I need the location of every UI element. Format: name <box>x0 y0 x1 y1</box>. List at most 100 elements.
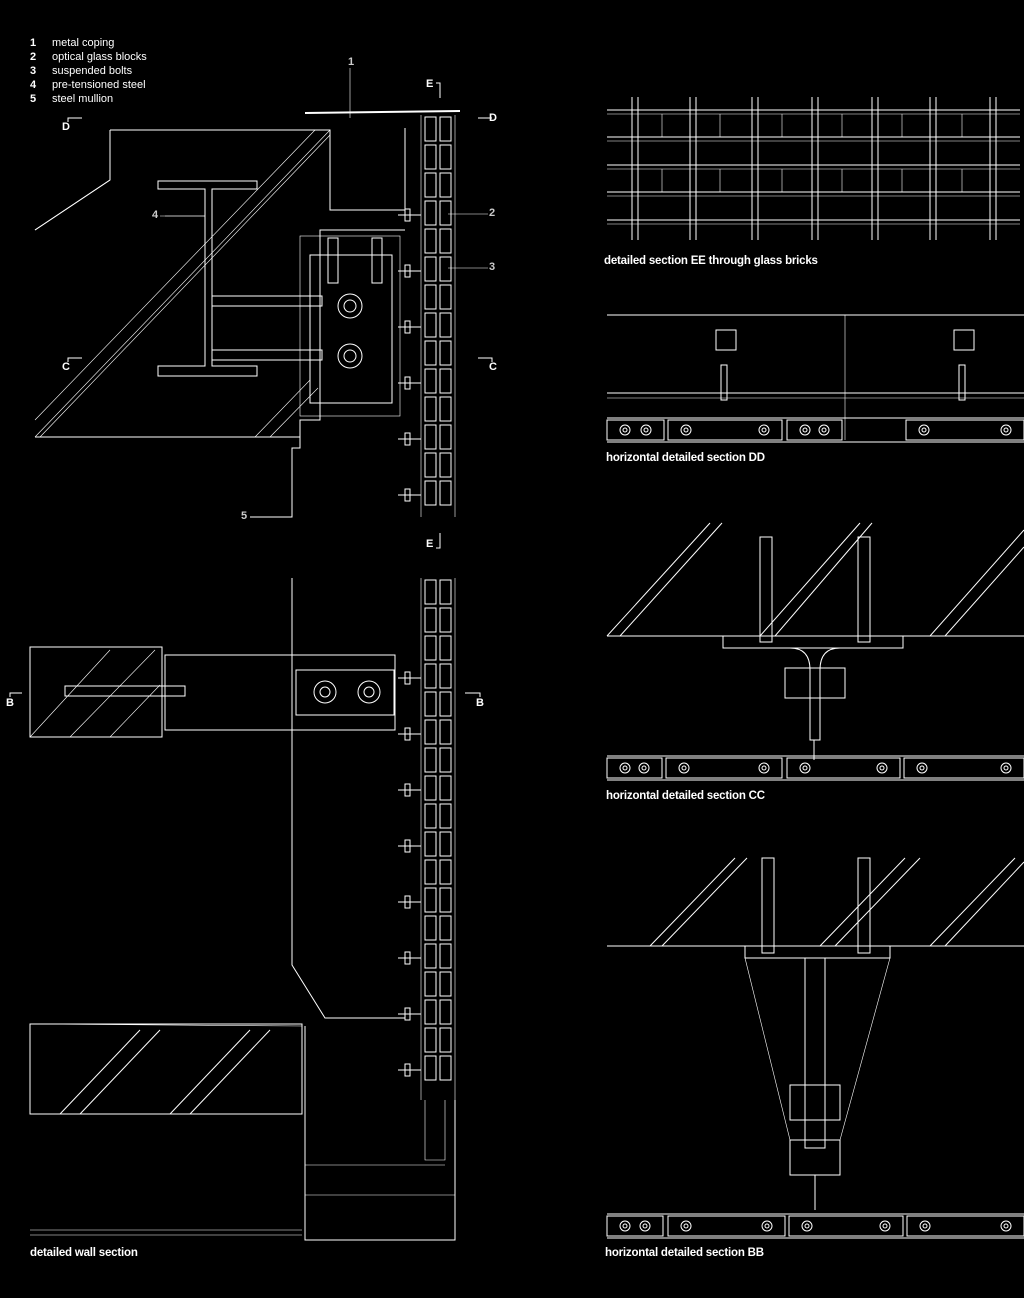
section-dd <box>606 314 1024 443</box>
glass-block <box>606 1215 664 1237</box>
glass-block <box>439 200 452 226</box>
bolt-circle <box>683 427 689 433</box>
bolt-circle <box>643 427 649 433</box>
callout-5: 5 <box>241 510 248 522</box>
glass-block <box>424 144 437 170</box>
wall-section-upper <box>34 68 488 518</box>
glass-block <box>424 312 437 338</box>
bolt-head <box>404 951 411 965</box>
legend-number: 4 <box>30 79 37 91</box>
glass-block <box>439 480 452 506</box>
glass-block <box>903 757 1024 779</box>
bolt-circle <box>683 1223 689 1229</box>
glass-block <box>786 757 901 779</box>
glass-block <box>439 144 452 170</box>
glass-block <box>439 1055 452 1081</box>
bolt-circle <box>761 427 767 433</box>
legend-item: 1 metal coping <box>30 36 147 50</box>
section-mark-b-left: B <box>6 697 14 709</box>
bolt-circle <box>1003 765 1009 771</box>
caption-section-ee: detailed section EE through glass bricks <box>604 255 818 267</box>
bolt-circle <box>764 1223 770 1229</box>
glass-block <box>439 691 452 717</box>
glass-block <box>424 943 437 969</box>
glass-block <box>606 757 663 779</box>
bolt-circle <box>642 1223 648 1229</box>
glass-block <box>424 803 437 829</box>
glass-block <box>439 1027 452 1053</box>
bolt-circle <box>1003 427 1009 433</box>
glass-block <box>424 831 437 857</box>
glass-block <box>424 396 437 422</box>
bolt-circle <box>641 765 647 771</box>
caption-section-bb: horizontal detailed section BB <box>605 1247 764 1259</box>
glass-block <box>424 747 437 773</box>
callout-1: 1 <box>348 56 355 68</box>
bolt-circle <box>1000 1220 1012 1232</box>
callout-4: 4 <box>152 209 159 221</box>
glass-block <box>424 1055 437 1081</box>
bolt-circle <box>804 1223 810 1229</box>
bolt-circle <box>640 424 652 436</box>
legend-number: 2 <box>30 51 37 63</box>
bolt-circle <box>1003 1223 1009 1229</box>
bolt-circle <box>922 1223 928 1229</box>
glass-block <box>439 663 452 689</box>
section-mark-d-right: D <box>489 112 497 124</box>
glass-block <box>424 719 437 745</box>
bolt-head <box>404 895 411 909</box>
bolt-circle <box>638 762 650 774</box>
legend-number: 1 <box>30 37 37 49</box>
bolt-head <box>404 1063 411 1077</box>
bolt-circle <box>758 762 770 774</box>
bolt-circle <box>919 765 925 771</box>
legend-item: 2 optical glass blocks <box>30 50 147 64</box>
legend-label: optical glass blocks <box>52 51 147 63</box>
bolt-circle <box>876 762 888 774</box>
glass-block <box>439 340 452 366</box>
bolt-circle <box>821 427 827 433</box>
glass-block <box>606 419 665 441</box>
section-ee-grid <box>607 97 1020 240</box>
legend-label: suspended bolts <box>52 65 133 77</box>
bolt-head <box>404 727 411 741</box>
bolt-circle <box>919 1220 931 1232</box>
glass-block <box>439 368 452 394</box>
glass-block <box>439 228 452 254</box>
legend-label: metal coping <box>52 37 115 49</box>
bolt-circle <box>680 1220 692 1232</box>
section-mark-c-right: C <box>489 361 497 373</box>
glass-block <box>439 284 452 310</box>
glass-block <box>424 200 437 226</box>
glass-block <box>424 971 437 997</box>
glass-block <box>424 116 437 142</box>
bolt-head <box>404 376 411 390</box>
bolt-circle <box>799 762 811 774</box>
glass-block <box>424 480 437 506</box>
bolt-head <box>404 1007 411 1021</box>
glass-block <box>439 452 452 478</box>
wall-section-lower <box>29 578 456 1241</box>
glass-block <box>788 1215 904 1237</box>
bolt-circle <box>1000 762 1012 774</box>
bolt-circle <box>882 1223 888 1229</box>
bolt-circle <box>619 1220 631 1232</box>
bolt-head <box>404 488 411 502</box>
glass-block <box>424 172 437 198</box>
bolt-circle <box>921 427 927 433</box>
bolt-circle <box>802 427 808 433</box>
bolt-circle <box>1000 424 1012 436</box>
glass-block <box>905 419 1024 441</box>
glass-block <box>667 419 783 441</box>
bolt-head <box>404 432 411 446</box>
glass-block <box>439 172 452 198</box>
glass-block <box>424 256 437 282</box>
glass-block <box>424 915 437 941</box>
bolt-circle <box>818 424 830 436</box>
glass-block <box>439 775 452 801</box>
bolt-head <box>404 671 411 685</box>
glass-block-columns <box>398 115 456 1100</box>
